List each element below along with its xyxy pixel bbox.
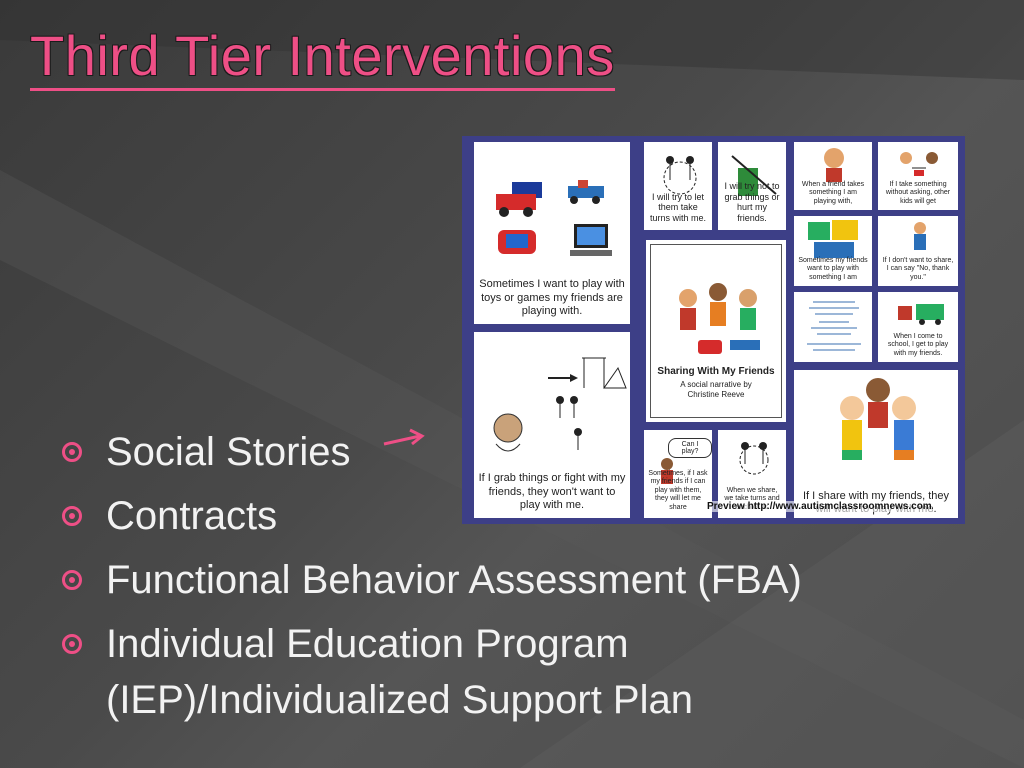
card-grab: I will try not to grab things or hurt my… (716, 140, 788, 232)
no-grab-illustration (731, 155, 777, 196)
bullet-text: Social Stories (106, 430, 351, 474)
cover-title: Sharing With My Friends (657, 366, 775, 377)
social-story-collage: Sometimes I want to play with toys or ga… (462, 136, 965, 524)
preview-url: Preview http://www.autismclassroomnews.c… (707, 501, 932, 512)
bullet-fba: Functional Behavior Assessment (FBA) (62, 552, 962, 608)
card-grab-fight-caption: If I grab things or fight with my friend… (478, 472, 626, 511)
text-lines-decoration (807, 301, 861, 351)
bullet-iep: Individual Education Program (IEP)/Indiv… (62, 616, 962, 728)
bullet-text: Individual Education Program (106, 622, 629, 666)
child-asking-illustration (661, 458, 673, 484)
bullet-text: Functional Behavior Assessment (FBA) (106, 558, 802, 602)
speech-bubble: Can I play? (668, 438, 712, 458)
cover-subtitle: A social narrative by (680, 380, 752, 389)
toys-pile-illustration (808, 220, 858, 258)
bullet-marker-icon (62, 634, 82, 654)
upset-child-illustration (824, 148, 844, 182)
bullet-text: Contracts (106, 494, 278, 538)
card-share-no: If I don't want to share, I can say "No,… (876, 214, 960, 288)
card-can-play-caption: Sometimes, if I ask my friends if I can … (648, 470, 708, 511)
card-school-caption: When I come to school, I get to play wit… (887, 332, 949, 357)
card-with-me: Sometimes my friends want to play with s… (792, 214, 874, 288)
card-info-page (792, 290, 874, 364)
card-toys-caption: Sometimes I want to play with toys or ga… (479, 278, 625, 317)
card-cover: Sharing With My Friends A social narrati… (644, 238, 788, 424)
turns-illustration (663, 156, 697, 195)
card-friend-takes: When a friend takes something I am playi… (792, 140, 874, 212)
toys-illustration (496, 180, 612, 256)
bullet-social-stories: Social Stories (62, 424, 962, 480)
three-friends-illustration (840, 378, 916, 460)
friends-sitting-illustration (679, 283, 760, 354)
bullet-list: Social Stories Contracts Functional Beha… (62, 424, 962, 736)
card-with-me-caption: Sometimes my friends want to play with s… (798, 256, 868, 281)
card-grab-fight: If I grab things or fight with my friend… (472, 330, 632, 520)
card-grab-caption: I will try not to grab things or hurt my… (724, 180, 780, 224)
bullet-marker-icon (62, 570, 82, 590)
card-toys: Sometimes I want to play with toys or ga… (472, 140, 632, 326)
child-no-thanks-illustration (914, 222, 926, 250)
card-share-no-caption: If I don't want to share, I can say "No,… (882, 256, 954, 281)
card-turns: I will try to let them take turns with m… (642, 140, 714, 232)
bullet-marker-icon (62, 442, 82, 462)
bullet-contracts: Contracts (62, 488, 962, 544)
slide-title: Third Tier Interventions (30, 26, 615, 91)
school-toys-illustration (898, 304, 944, 325)
bullet-text-continuation: (IEP)/Individualized Support Plan (106, 678, 693, 722)
take-turns-illustration (739, 442, 769, 475)
card-take-without: If I take something without asking, othe… (876, 140, 960, 212)
card-turns-caption: I will try to let them take turns with m… (649, 191, 707, 224)
card-friend-takes-caption: When a friend takes something I am playi… (801, 180, 865, 205)
card-school: When I come to school, I get to play wit… (876, 290, 960, 364)
cover-border (650, 244, 782, 418)
card-can-play: Can I play? Sometimes, if I ask my frien… (642, 428, 714, 520)
taking-toy-illustration (900, 152, 938, 176)
cover-author: Christine Reeve (687, 390, 745, 399)
card-take-without-caption: If I take something without asking, othe… (885, 180, 951, 205)
pointer-arrow-icon (383, 428, 425, 446)
bullet-marker-icon (62, 506, 82, 526)
playground-illustration (493, 357, 627, 452)
